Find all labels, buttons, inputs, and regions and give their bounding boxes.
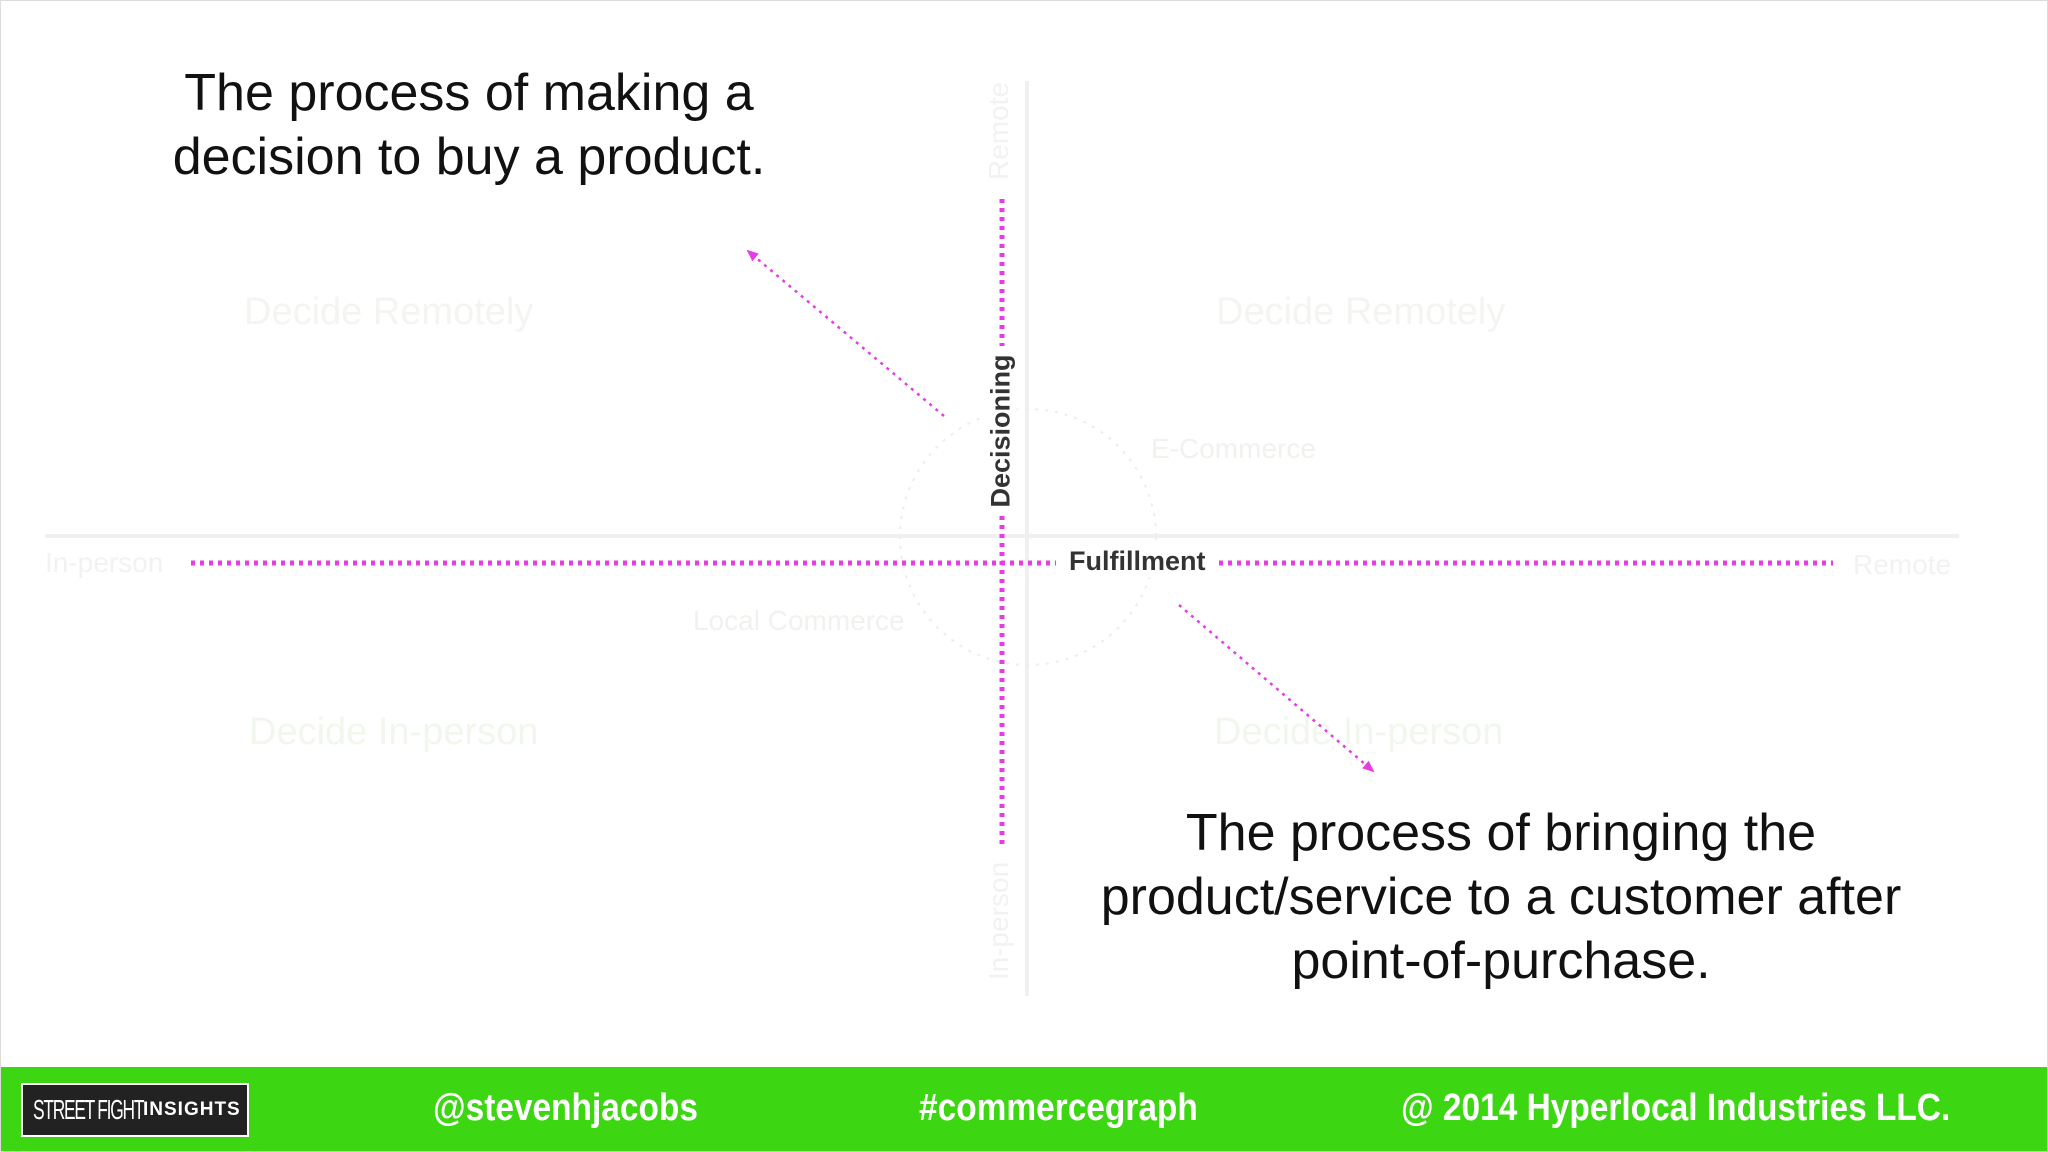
fulfillment-axis-label: Fulfillment (1063, 546, 1212, 577)
footer-copyright: @ 2014 Hyperlocal Industries LLC. (1401, 1087, 1951, 1129)
decisioning-axis-label: Decisioning (985, 348, 1017, 514)
footer-handle: @stevenhjacobs (433, 1087, 698, 1129)
footer-hashtag: #commercegraph (919, 1087, 1198, 1129)
decisioning-callout-text: The process of making a decision to buy … (172, 64, 766, 186)
region-label-local-commerce: Local Commerce (693, 605, 905, 636)
fulfillment-callout-arrow (1178, 604, 1375, 773)
region-label-ecommerce: E-Commerce (1151, 433, 1316, 464)
logo-street-fight-text: STREET FIGHT (33, 1094, 144, 1125)
quadrant-label-bottom-right: Decide In-person (1214, 711, 1504, 753)
logo-insights-text: INSIGHTS (143, 1099, 241, 1120)
quadrant-label-top-right: Decide Remotely (1216, 291, 1506, 333)
street-fight-insights-logo: STREET FIGHT INSIGHTS (21, 1083, 249, 1137)
axis-end-left: In-person (45, 547, 164, 578)
faint-center-circle (899, 408, 1157, 666)
decisioning-callout-arrow (746, 249, 945, 417)
quadrant-label-top-left: Decide Remotely (244, 291, 534, 333)
fulfillment-callout-text: The process of bringing the product/serv… (1100, 804, 1902, 990)
axis-end-right: Remote (1853, 549, 1952, 580)
quadrant-label-bottom-left: Decide In-person (249, 711, 539, 753)
footer-bar: STREET FIGHT INSIGHTS @stevenhjacobs #co… (1, 1067, 2047, 1151)
